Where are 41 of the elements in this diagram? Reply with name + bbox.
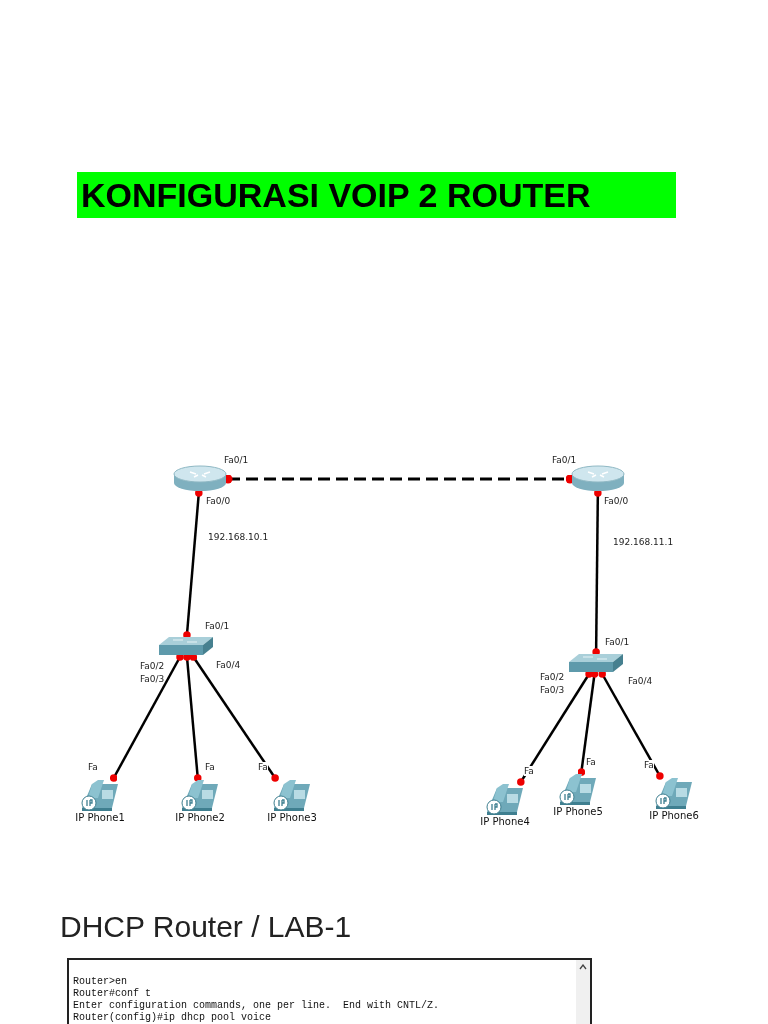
link-line	[598, 670, 664, 780]
port-label: Fa0/3	[140, 674, 165, 684]
port-label: Fa	[205, 762, 215, 772]
link-line	[189, 653, 279, 782]
link-line	[109, 653, 184, 782]
link-line	[577, 670, 599, 776]
ip-address-label: 192.168.10.1	[208, 532, 269, 542]
terminal-line: Enter configuration commands, one per line. End with CNTL/Z.	[73, 1000, 440, 1012]
port-label: Fa0/1	[224, 455, 249, 465]
link-line	[517, 670, 593, 786]
ip-address-label: 192.168.11.1	[613, 537, 674, 547]
section-heading: DHCP Router / LAB-1	[60, 910, 352, 944]
port-label: Fa0/1	[552, 455, 577, 465]
terminal-line: Router(config)#ip dhcp pool voice	[73, 1012, 272, 1024]
device-label: IP Phone2	[175, 812, 225, 824]
device-label: IP Phone3	[267, 812, 317, 824]
port-label: Fa0/2	[540, 672, 565, 682]
port-label: Fa0/4	[216, 660, 241, 670]
port-label: Fa0/1	[605, 637, 630, 647]
port-label: Fa	[258, 762, 268, 772]
dashed-link	[223, 474, 575, 484]
device-label: IP Phone5	[553, 806, 603, 818]
terminal-line: Router#conf t	[73, 988, 151, 1000]
link-line	[183, 653, 202, 782]
device-label: IP Phone1	[75, 812, 125, 824]
title: KONFIGURASI VOIP 2 ROUTER	[77, 172, 676, 218]
terminal-line: Router>en	[73, 976, 127, 988]
port-label: Fa	[88, 762, 98, 772]
port-label: Fa	[524, 766, 534, 776]
device-label: IP Phone6	[649, 810, 699, 822]
link-line	[592, 489, 602, 656]
port-label: Fa0/0	[206, 496, 231, 506]
port-label: Fa	[586, 757, 596, 767]
port-label: Fa0/2	[140, 661, 165, 671]
port-label: Fa0/0	[604, 496, 629, 506]
port-label: Fa0/4	[628, 676, 653, 686]
link-line	[183, 489, 203, 639]
port-label: Fa	[644, 760, 654, 770]
port-label: Fa0/3	[540, 685, 565, 695]
port-label: Fa0/1	[205, 621, 230, 631]
device-label: IP Phone4	[480, 816, 530, 828]
